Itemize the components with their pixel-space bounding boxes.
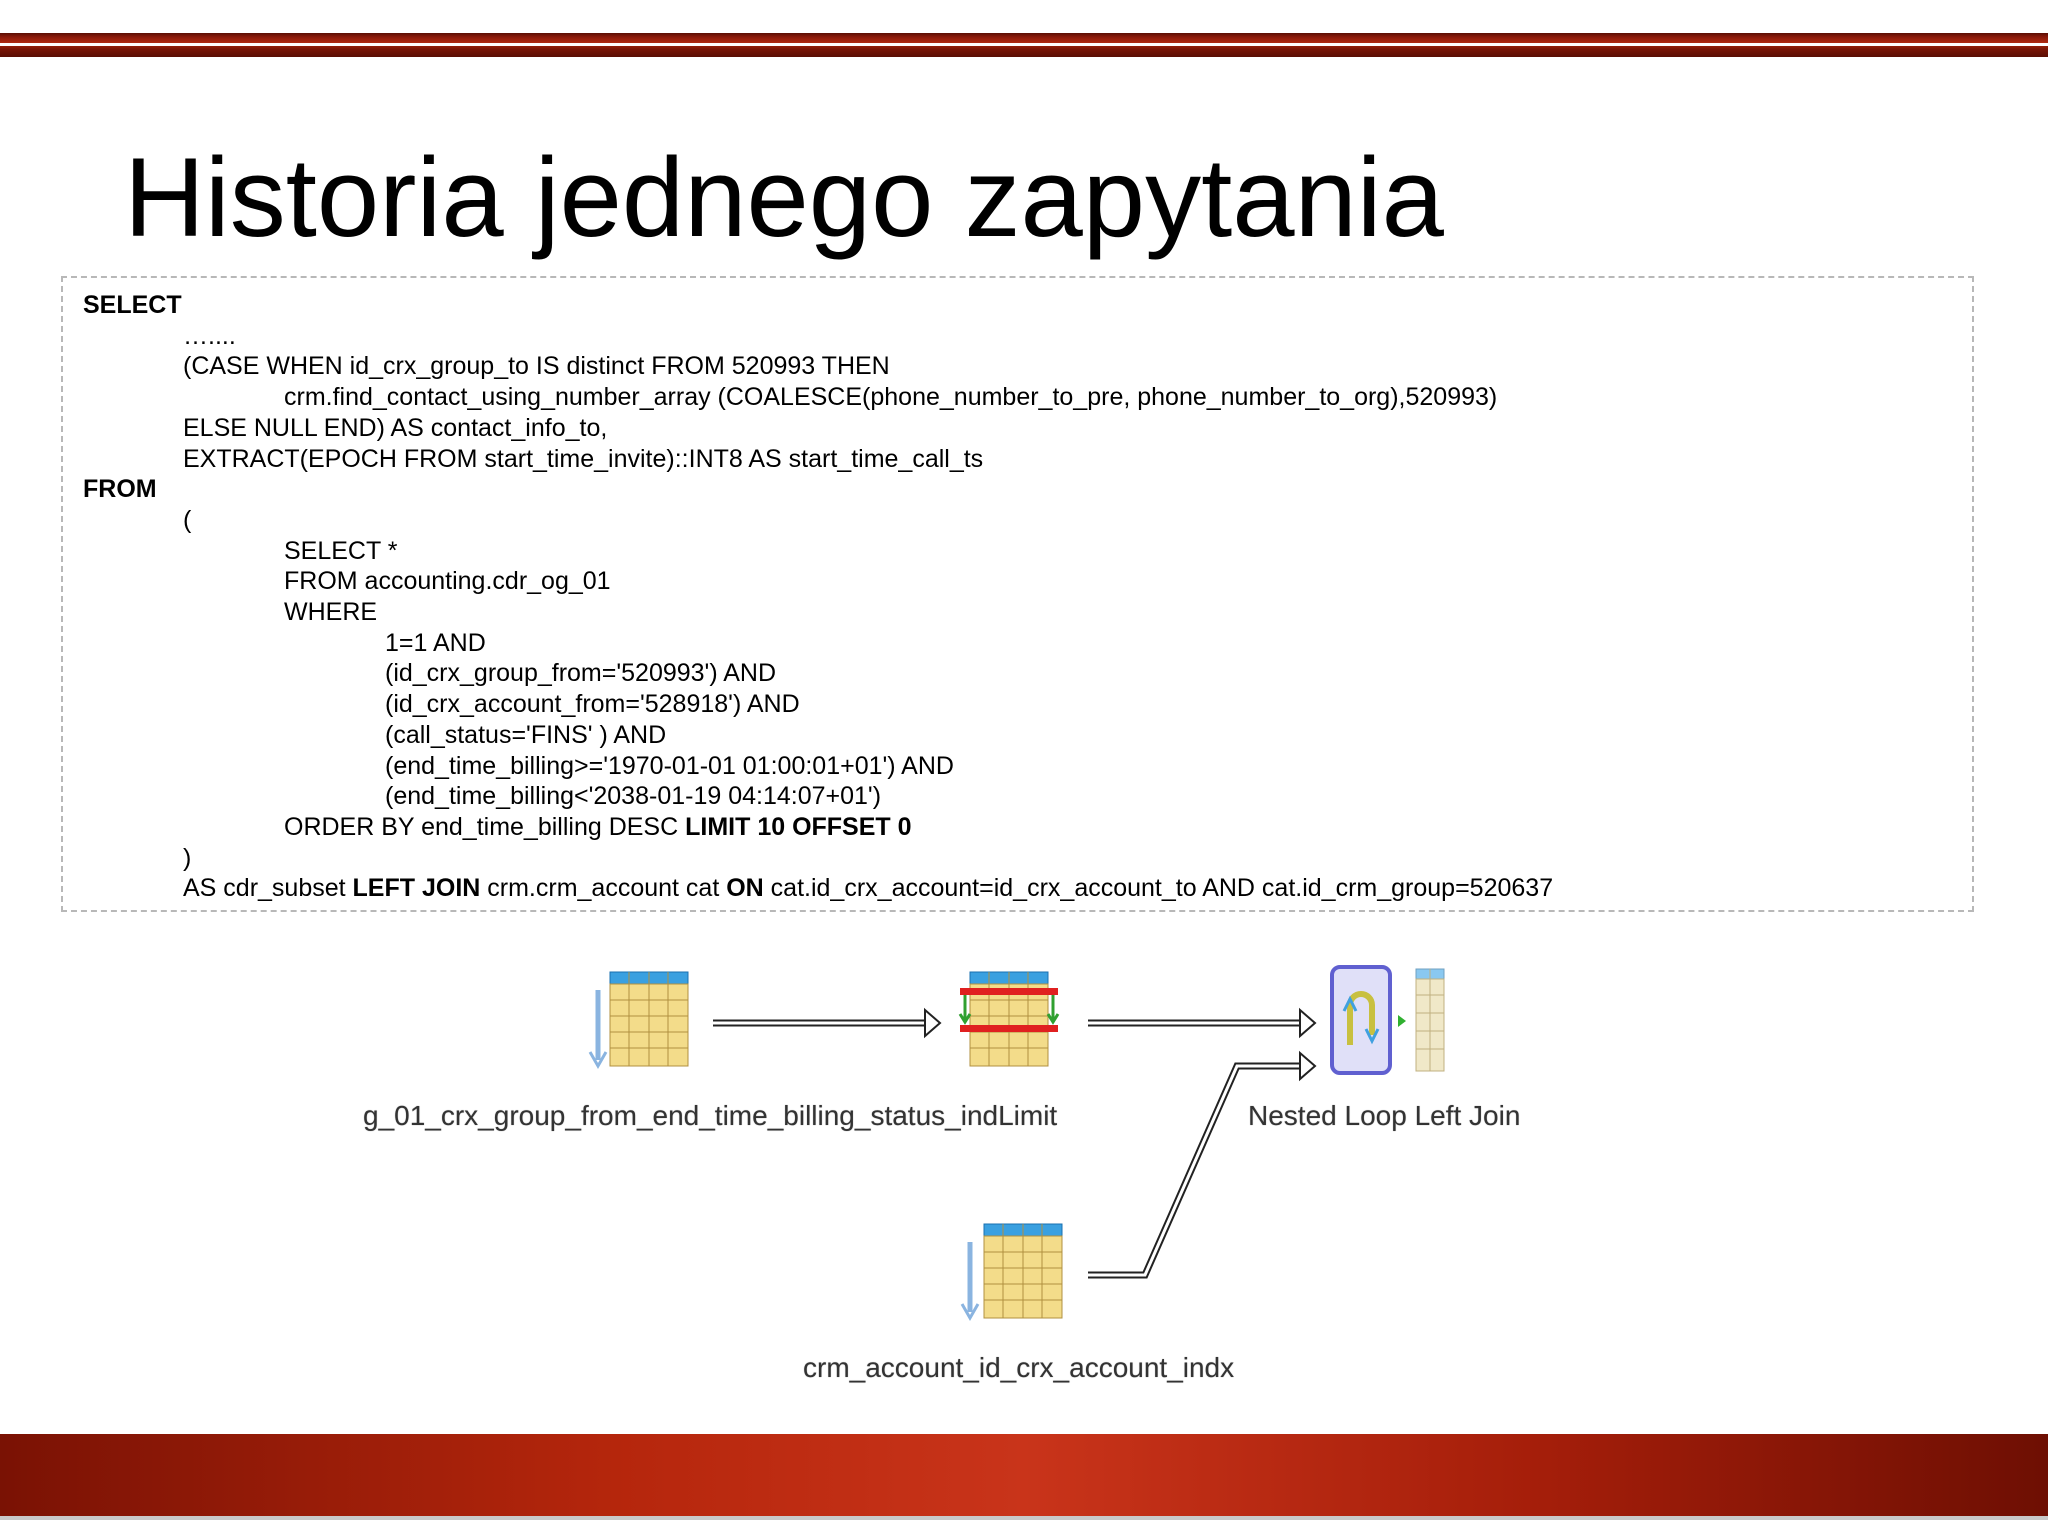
sql-text: (: [183, 505, 192, 534]
sql-keyword: ON: [726, 874, 764, 903]
sql-line: FROM: [83, 474, 157, 504]
sql-line: WHERE: [284, 597, 377, 627]
sql-line: FROM accounting.cdr_og_01: [284, 566, 611, 596]
sql-line: ): [183, 843, 191, 873]
sql-line: ORDER BY end_time_billing DESC LIMIT 10 …: [284, 812, 912, 842]
sql-text: (end_time_billing>='1970-01-01 01:00:01+…: [385, 751, 954, 780]
sql-line: AS cdr_subset LEFT JOIN crm.crm_account …: [183, 873, 1553, 903]
index-scan-icon: [960, 1223, 1063, 1322]
sql-line: (: [183, 505, 191, 535]
plan-edge-index-to-limit: [713, 1007, 942, 1039]
sql-text: EXTRACT(EPOCH FROM start_time_invite)::I…: [183, 444, 984, 473]
sql-keyword: LIMIT 10 OFFSET 0: [685, 812, 912, 841]
sql-text: ORDER BY end_time_billing DESC: [284, 812, 686, 841]
plan-node-label-index-scan-account: crm_account_id_crx_account_indx: [803, 1352, 1235, 1383]
sql-keyword: LEFT JOIN: [352, 874, 481, 903]
sql-line: SELECT: [83, 290, 182, 320]
plan-edge-account-to-join: [1088, 1050, 1317, 1279]
sql-line: 1=1 AND: [385, 628, 486, 658]
sql-line: (id_crx_group_from='520993') AND: [385, 658, 776, 688]
sql-keyword: SELECT: [83, 291, 182, 319]
sql-query-box: SELECT…....(CASE WHEN id_crx_group_to IS…: [61, 276, 1974, 912]
sql-line: …....: [183, 321, 236, 351]
bottom-decorative-band: [0, 1434, 2048, 1520]
query-plan-diagram: [588, 965, 1445, 1322]
sql-line: (end_time_billing<'2038-01-19 04:14:07+0…: [385, 781, 881, 811]
index-scan-cdr-label: g_01_crx_group_from_end_time_billing_sta…: [363, 1100, 999, 1131]
sql-text: SELECT *: [284, 536, 398, 565]
sql-text: crm.find_contact_using_number_array (COA…: [284, 383, 1498, 412]
sql-text: (CASE WHEN id_crx_group_to IS distinct F…: [183, 352, 890, 381]
sql-text: …....: [183, 321, 236, 350]
index-scan-icon: [588, 971, 689, 1070]
sql-line: (end_time_billing>='1970-01-01 01:00:01+…: [385, 751, 954, 781]
plan-edge-limit-to-join: [1088, 1007, 1317, 1039]
sql-line: (CASE WHEN id_crx_group_to IS distinct F…: [183, 351, 890, 381]
sql-line: (id_crx_account_from='528918') AND: [385, 689, 800, 719]
plan-node-label-index-scan-cdr: g_01_crx_group_from_end_time_billing_sta…: [363, 1100, 1057, 1132]
sql-text: ELSE NULL END) AS contact_info_to,: [183, 413, 608, 442]
sql-line: crm.find_contact_using_number_array (COA…: [284, 382, 1497, 412]
sql-line: SELECT *: [284, 536, 397, 566]
sql-line: EXTRACT(EPOCH FROM start_time_invite)::I…: [183, 444, 983, 474]
sql-text: FROM accounting.cdr_og_01: [284, 567, 611, 596]
sql-text: (end_time_billing<'2038-01-19 04:14:07+0…: [385, 782, 882, 811]
sql-text: ): [183, 843, 192, 872]
slide-title: Historia jednego zapytania: [124, 135, 1444, 260]
nested-loop-join-icon: [1330, 965, 1445, 1075]
sql-text: crm.crm_account cat: [480, 874, 727, 903]
sql-line: (call_status='FINS' ) AND: [385, 720, 666, 750]
sql-line: ELSE NULL END) AS contact_info_to,: [183, 413, 607, 443]
sql-text: 1=1 AND: [385, 628, 486, 657]
limit-label: Limit: [998, 1100, 1058, 1131]
top-decorative-band: [0, 33, 2048, 57]
sql-text: AS cdr_subset: [183, 874, 353, 903]
sql-text: WHERE: [284, 598, 378, 626]
sql-text: cat.id_crx_account=id_crx_account_to AND…: [763, 874, 1554, 903]
sql-text: (id_crx_group_from='520993') AND: [385, 659, 777, 688]
plan-node-label-nested-loop: Nested Loop Left Join: [1248, 1100, 1521, 1131]
sql-text: (id_crx_account_from='528918') AND: [385, 690, 800, 719]
sql-text: (call_status='FINS' ) AND: [385, 720, 667, 749]
sql-keyword: FROM: [83, 475, 157, 504]
limit-icon: [958, 971, 1060, 1067]
